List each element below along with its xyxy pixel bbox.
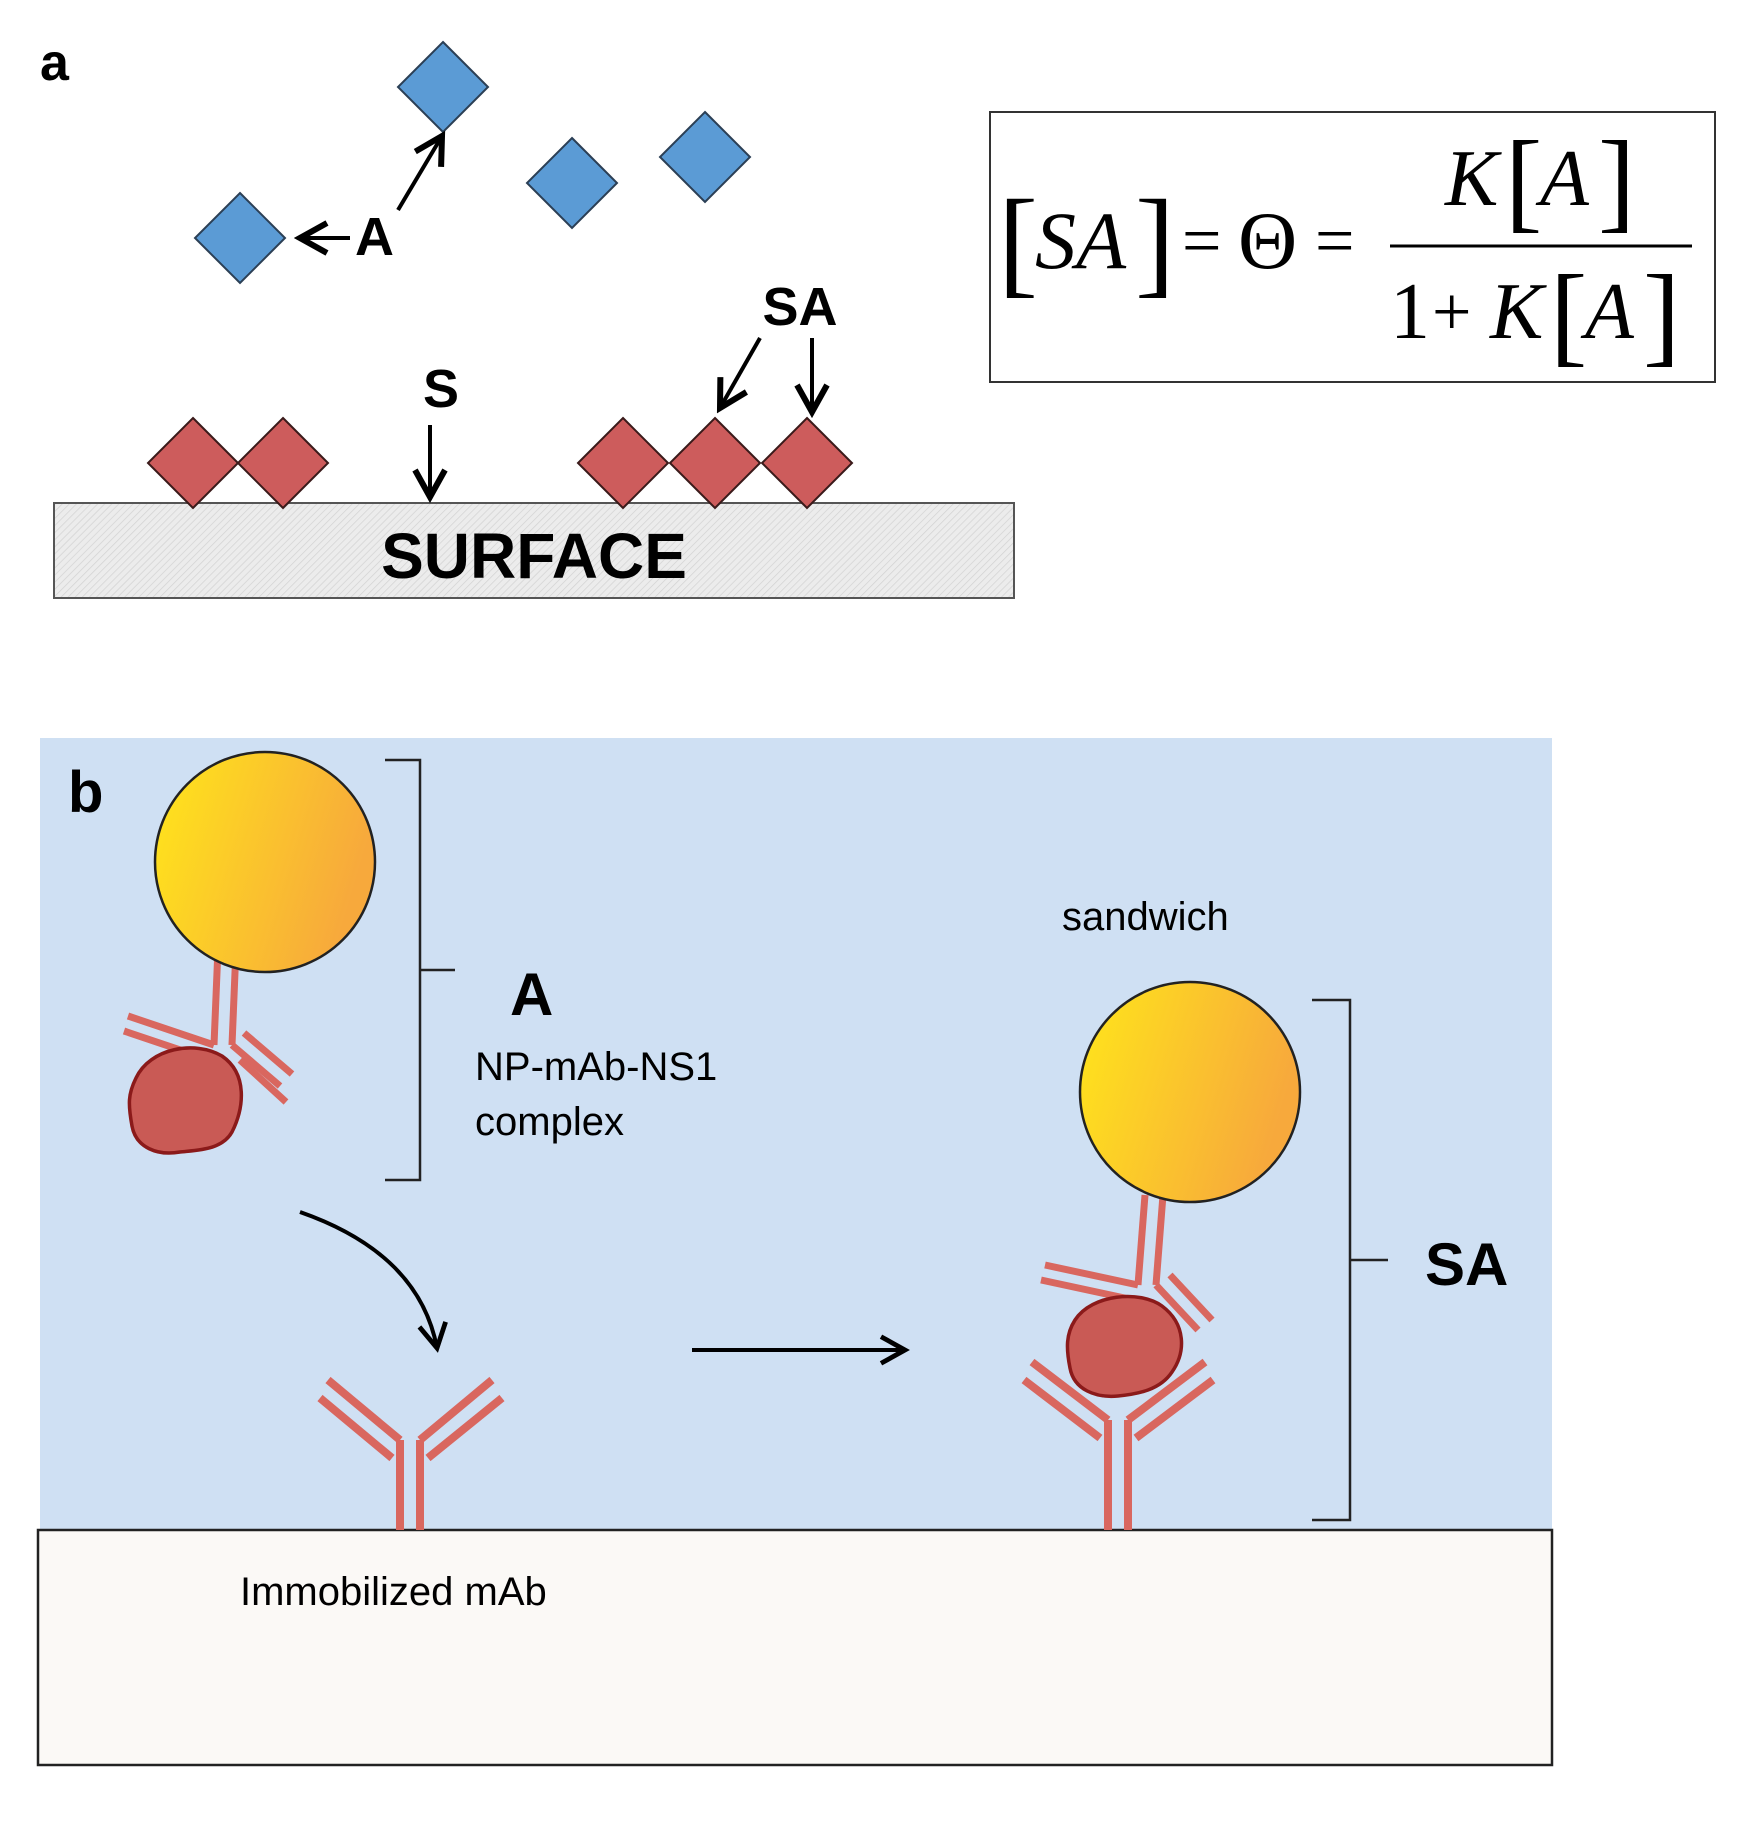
complex-label-line2: complex xyxy=(475,1100,624,1144)
np-mab-ns1-complex xyxy=(122,750,377,1155)
immobilized-antibody xyxy=(317,1376,505,1530)
analyte-diamond xyxy=(525,136,619,230)
analyte-molecules xyxy=(193,40,752,285)
eq-theta: Θ xyxy=(1238,195,1297,286)
complex-label-line1: NP-mAb-NS1 xyxy=(475,1045,717,1089)
eq-lhs-bracket-close: ] xyxy=(1135,175,1175,308)
site-diamond-occupied xyxy=(668,416,762,510)
panel-a: a A SURFACE S SA xyxy=(40,34,1716,599)
eq-den-bracket-open: [ xyxy=(1550,253,1587,377)
label-SA-sandwich: SA xyxy=(1425,1231,1508,1298)
nanoparticle xyxy=(153,750,377,974)
surface-sites xyxy=(146,416,854,510)
sandwich-label: sandwich xyxy=(1062,895,1229,939)
complex-antibody xyxy=(122,947,295,1089)
arrow-to-occupied-site-1 xyxy=(720,337,762,408)
eq-equals-2: = xyxy=(1315,203,1354,280)
ns1-protein xyxy=(127,1046,243,1155)
bracket-SA xyxy=(1312,998,1388,1522)
panel-b-letter: b xyxy=(68,760,103,825)
eq-den-one: 1 xyxy=(1390,268,1430,356)
analyte-diamond xyxy=(193,191,287,285)
sandwich-bottom-antibody xyxy=(1021,1358,1216,1530)
eq-num-K: K xyxy=(1444,135,1502,223)
sa-arrows xyxy=(720,337,812,412)
eq-den-plus: + xyxy=(1432,274,1471,351)
sandwich-nanoparticle xyxy=(1078,980,1302,1204)
site-diamond-occupied xyxy=(760,416,854,510)
analyte-arrows xyxy=(300,136,442,238)
bracket-A xyxy=(385,758,455,1182)
analyte-diamond xyxy=(396,40,490,134)
label-A: A xyxy=(355,207,394,267)
eq-lhs-term: SA xyxy=(1035,195,1127,286)
eq-den-A: A xyxy=(1580,268,1635,356)
eq-equals-1: = xyxy=(1182,203,1221,280)
complex-antibody-arm-right xyxy=(237,1057,289,1105)
site-diamond-occupied xyxy=(576,416,670,510)
eq-lhs-bracket-open: [ xyxy=(998,175,1038,308)
eq-num-bracket-open: [ xyxy=(1505,119,1542,243)
site-diamond xyxy=(236,416,330,510)
langmuir-equation: [ SA ] = Θ = K [ A ] 1 + K [ A ] xyxy=(989,111,1716,383)
label-A-complex: A xyxy=(510,961,553,1028)
surface-bar xyxy=(53,502,1015,599)
eq-den-bracket-close: ] xyxy=(1643,253,1680,377)
sandwich-assembly xyxy=(1021,980,1302,1530)
immobilized-mab-label: Immobilized mAb xyxy=(240,1570,547,1614)
analyte-diamond xyxy=(658,110,752,204)
label-S: S xyxy=(423,359,459,419)
binding-curved-arrow xyxy=(299,1210,448,1353)
sandwich-ns1-protein xyxy=(1065,1294,1184,1399)
eq-num-bracket-close: ] xyxy=(1598,119,1635,243)
site-diamond xyxy=(146,416,240,510)
arrow-to-analyte-top xyxy=(396,136,442,212)
immobilization-surface xyxy=(36,1528,1554,1767)
eq-num-A: A xyxy=(1535,135,1590,223)
label-SA: SA xyxy=(762,277,837,337)
panel-b: b A NP-mAb-NS1 complex xyxy=(36,738,1554,1767)
eq-den-K: K xyxy=(1489,268,1547,356)
sandwich-top-antibody xyxy=(1040,1194,1215,1333)
panel-a-letter: a xyxy=(40,34,70,92)
surface-label: SURFACE xyxy=(381,520,687,592)
